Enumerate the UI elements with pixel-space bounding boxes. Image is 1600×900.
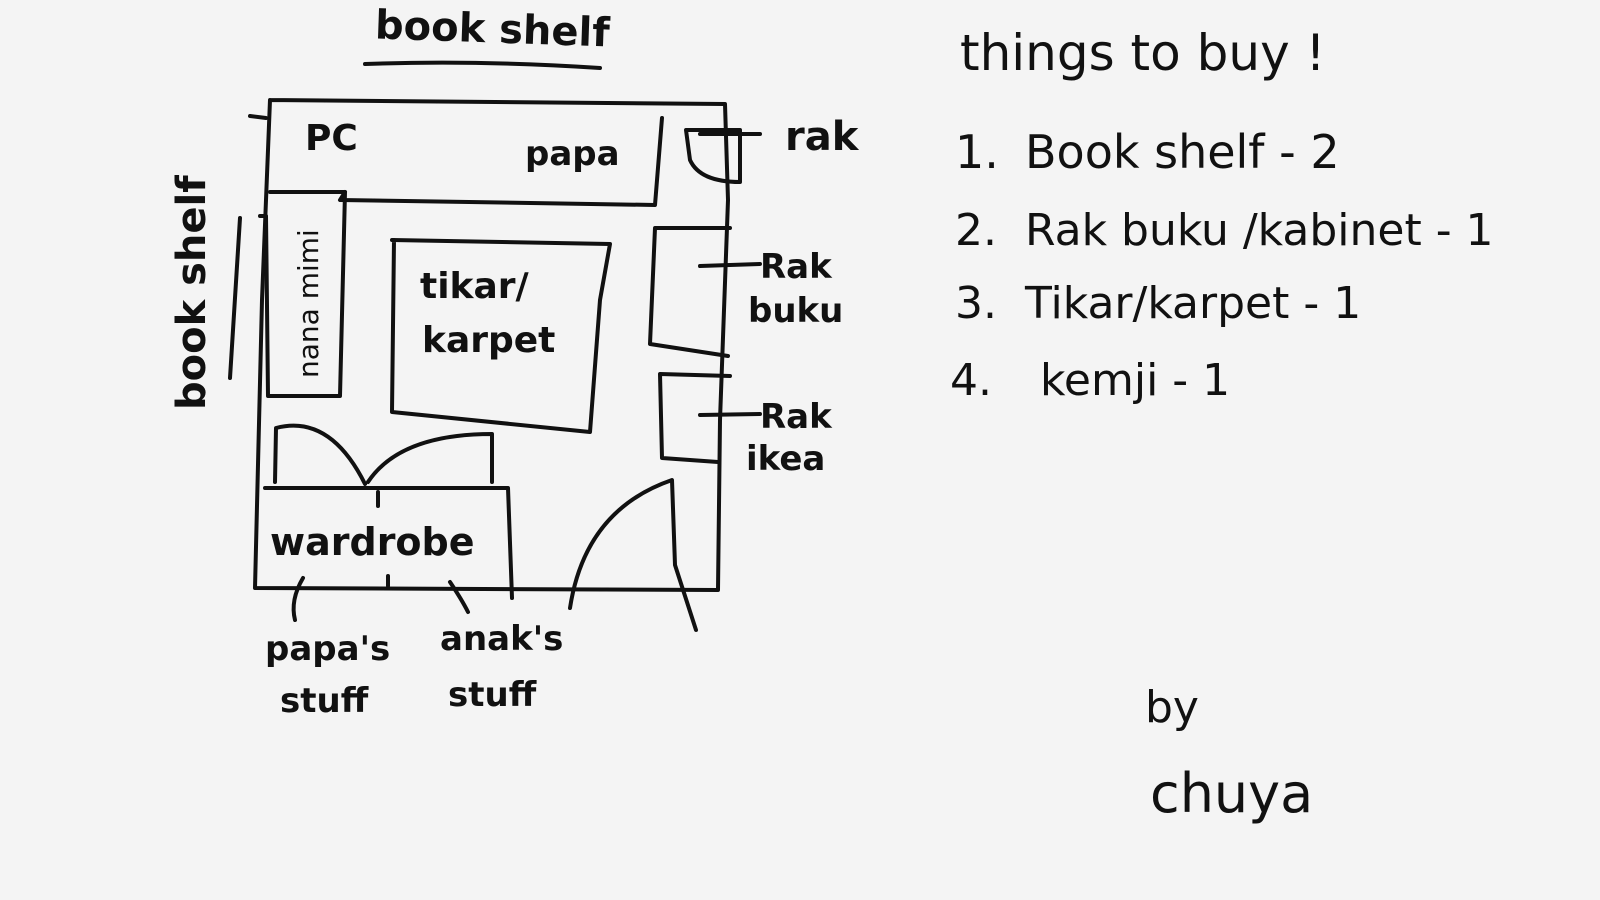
anak-stuff-pointer (448, 580, 470, 614)
anak-stuff-line2: stuff (448, 675, 537, 715)
rak-buku-line2: buku (748, 291, 843, 331)
rak-buku-line1: Rak (760, 247, 833, 287)
wardrobe-divider (376, 490, 390, 588)
corner-rak-label: rak (785, 114, 860, 160)
list-item: 3. Tikar/karpet - 1 (955, 278, 1361, 329)
wardrobe-door-left (273, 423, 367, 486)
list-item: 4. kemji - 1 (950, 355, 1230, 406)
top-bookshelf-label: book shelf (374, 2, 611, 56)
corner-rak (684, 128, 742, 184)
papa-stuff-line1: papa's (265, 629, 390, 669)
rak-ikea-line1: Rak (760, 397, 833, 437)
papa-desk (338, 116, 664, 207)
anak-stuff-line1: anak's (440, 619, 563, 659)
list-item-number: 1. (955, 125, 999, 179)
room-outline (253, 98, 730, 592)
shopping-list-title: things to buy ! (960, 24, 1326, 82)
wardrobe-outline (263, 486, 514, 600)
list-item: 1. Book shelf - 2 (955, 125, 1340, 179)
nana-mimi-group: nana mimi (292, 229, 325, 378)
list-item-text: Book shelf - 2 (1025, 125, 1340, 179)
nana-mimi-bed (258, 190, 347, 398)
left-bookshelf-line (228, 216, 242, 380)
rak-ikea-line2: ikea (746, 439, 825, 479)
rug-label-line2: karpet (422, 320, 555, 361)
wardrobe-door-right (366, 432, 494, 484)
wardrobe-label: wardrobe (270, 520, 475, 564)
left-bookshelf-label: book shelf (169, 175, 215, 410)
room-door (568, 478, 698, 632)
rug-label-line1: tikar/ (420, 266, 530, 307)
list-item-text: kemji - 1 (1040, 355, 1230, 406)
rak-ikea-shelf (658, 372, 732, 464)
rak-ikea-pointer (698, 412, 762, 417)
rug-outline (390, 238, 612, 434)
list-item-text: Tikar/karpet - 1 (1024, 278, 1361, 329)
signature-by: by (1145, 682, 1199, 733)
top-bookshelf-underline (363, 60, 602, 70)
papa-stuff-pointer (291, 576, 305, 622)
pc-tick (248, 114, 268, 120)
rak-buku-shelf (648, 226, 732, 358)
list-item: 2. Rak buku /kabinet - 1 (955, 205, 1494, 256)
left-bookshelf-group: book shelf (169, 175, 215, 410)
papa-stuff-line2: stuff (280, 681, 369, 721)
rak-buku-pointer (698, 262, 762, 268)
list-item-number: 4. (950, 355, 992, 406)
papa-label: papa (525, 134, 620, 174)
nana-mimi-label: nana mimi (292, 229, 325, 378)
signature-name: chuya (1150, 762, 1313, 825)
pc-label: PC (305, 118, 358, 159)
list-item-number: 2. (955, 205, 997, 256)
list-item-text: Rak buku /kabinet - 1 (1025, 205, 1494, 256)
shopping-list: 1. Book shelf - 2 2. Rak buku /kabinet -… (950, 125, 1494, 406)
list-item-number: 3. (955, 278, 997, 329)
